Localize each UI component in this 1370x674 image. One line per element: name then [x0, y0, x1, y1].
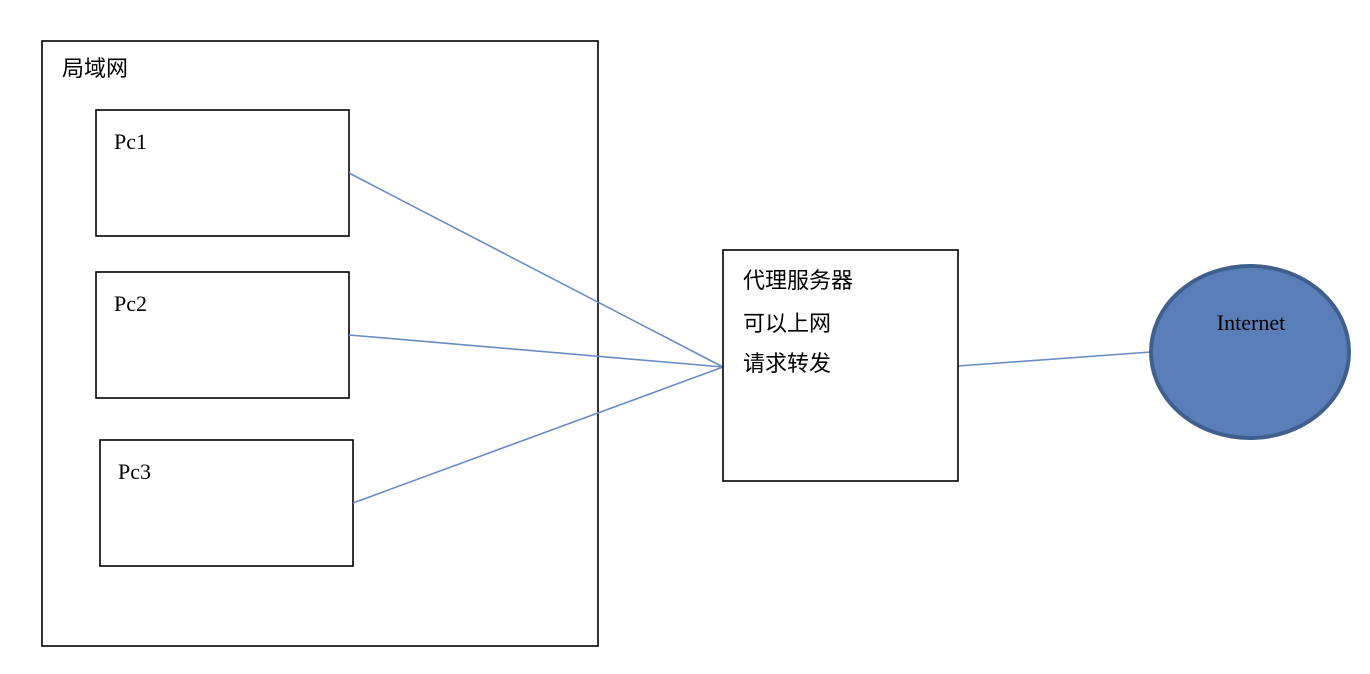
pc2-label: Pc2 — [114, 291, 147, 316]
pc1-node: Pc1 — [95, 109, 350, 237]
pc1-box — [95, 109, 350, 237]
pc2-box — [95, 271, 350, 399]
pc1-label: Pc1 — [114, 129, 147, 154]
link-pc3-proxy — [352, 366, 724, 504]
proxy-line-2: 可以上网 — [743, 311, 831, 336]
link-pc2-proxy — [348, 334, 724, 368]
proxy-box — [722, 249, 959, 482]
link-proxy-internet — [957, 351, 1152, 367]
pc3-box — [99, 439, 354, 567]
pc2-node: Pc2 — [95, 271, 350, 399]
internet-cloud — [1149, 264, 1351, 440]
internet-label: Internet — [1217, 310, 1285, 335]
pc3-label: Pc3 — [118, 459, 151, 484]
pc3-node: Pc3 — [99, 439, 354, 567]
link-pc1-proxy — [348, 172, 724, 368]
lan-label: 局域网 — [62, 56, 128, 81]
proxy-line-3: 请求转发 — [743, 351, 831, 376]
internet-node: Internet — [1149, 264, 1351, 440]
proxy-server-node: 代理服务器 可以上网 请求转发 — [722, 249, 959, 482]
proxy-line-1: 代理服务器 — [743, 268, 853, 293]
